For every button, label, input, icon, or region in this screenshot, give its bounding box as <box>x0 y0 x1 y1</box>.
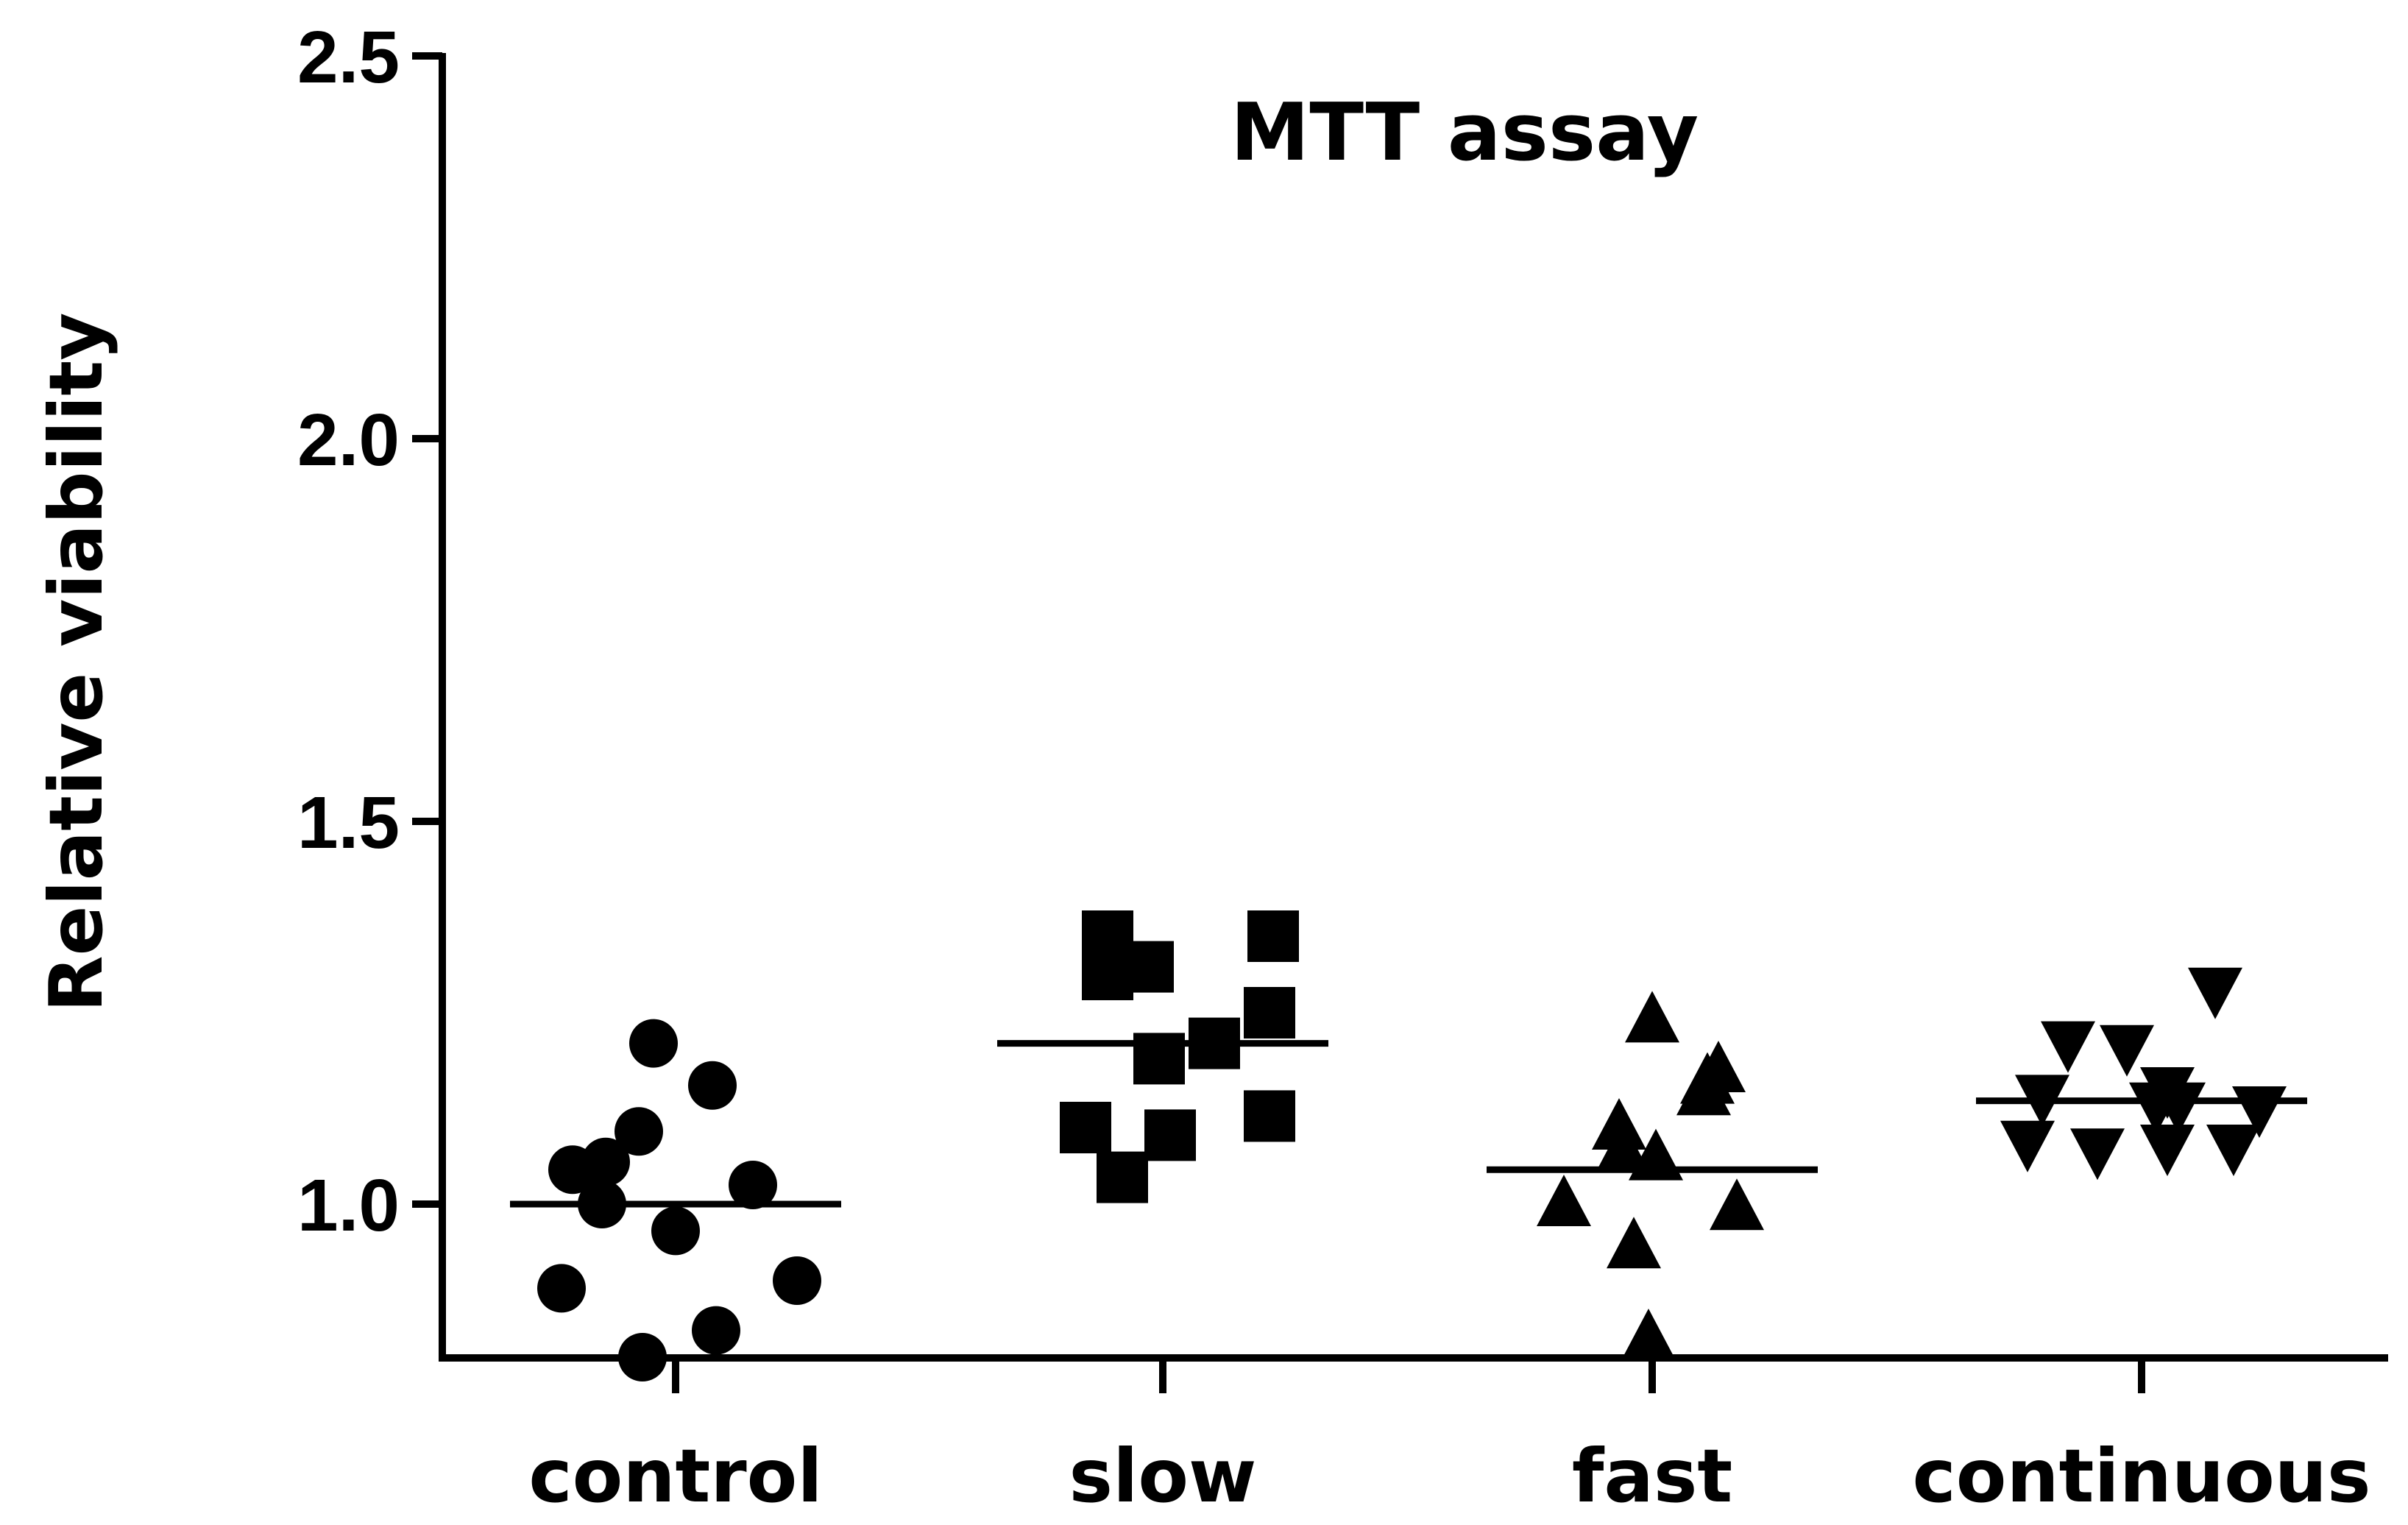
data-point <box>1144 1109 1196 1161</box>
data-point <box>1676 1064 1731 1116</box>
data-point <box>692 1306 740 1355</box>
x-tick-label: control <box>528 1433 822 1519</box>
data-point <box>651 1206 700 1256</box>
data-point <box>2100 1025 2154 1077</box>
y-tick-label: 1.5 <box>297 782 400 864</box>
data-point <box>1607 1217 1661 1269</box>
mean-lines <box>510 1040 2307 1208</box>
data-point <box>2000 1120 2055 1172</box>
y-axis-label: Relative viability <box>33 313 119 1013</box>
data-point <box>1596 1121 1650 1173</box>
chart-title: MTT assay <box>1230 87 1699 179</box>
data-point <box>729 1161 777 1209</box>
data-point <box>773 1256 821 1305</box>
data-point <box>2041 1021 2095 1073</box>
data-point <box>688 1061 737 1110</box>
data-point <box>1625 991 1679 1043</box>
data-point <box>1060 1102 1111 1153</box>
data-point <box>1537 1175 1591 1226</box>
data-point <box>1621 1309 1676 1360</box>
x-ticks: control slow fast continuous <box>528 1358 2371 1519</box>
y-tick-label: 1.0 <box>297 1164 400 1247</box>
y-ticks: 1.0 1.5 2.0 2.5 <box>297 16 442 1247</box>
data-point <box>1592 1098 1646 1150</box>
data-point <box>2206 1125 2261 1176</box>
data-point <box>2129 1082 2184 1134</box>
data-point <box>1244 987 1295 1039</box>
data-point <box>618 1333 667 1381</box>
data-point <box>548 1145 597 1195</box>
x-tick-label: continuous <box>1912 1433 2370 1519</box>
data-point <box>2140 1125 2195 1176</box>
data-point <box>1247 910 1299 962</box>
y-tick-label: 2.5 <box>297 16 400 99</box>
data-point <box>1244 1090 1295 1142</box>
data-point <box>537 1264 586 1313</box>
data-point <box>2188 967 2242 1019</box>
data-points <box>537 910 2287 1381</box>
x-tick-label: fast <box>1572 1433 1732 1519</box>
data-point <box>2070 1128 2125 1181</box>
data-point <box>1710 1178 1764 1231</box>
data-point <box>615 1107 663 1156</box>
data-point <box>629 1019 678 1068</box>
data-point <box>1122 941 1174 993</box>
data-point <box>1097 1151 1148 1203</box>
x-tick-label: slow <box>1069 1433 1257 1519</box>
y-tick-label: 2.0 <box>297 399 400 481</box>
